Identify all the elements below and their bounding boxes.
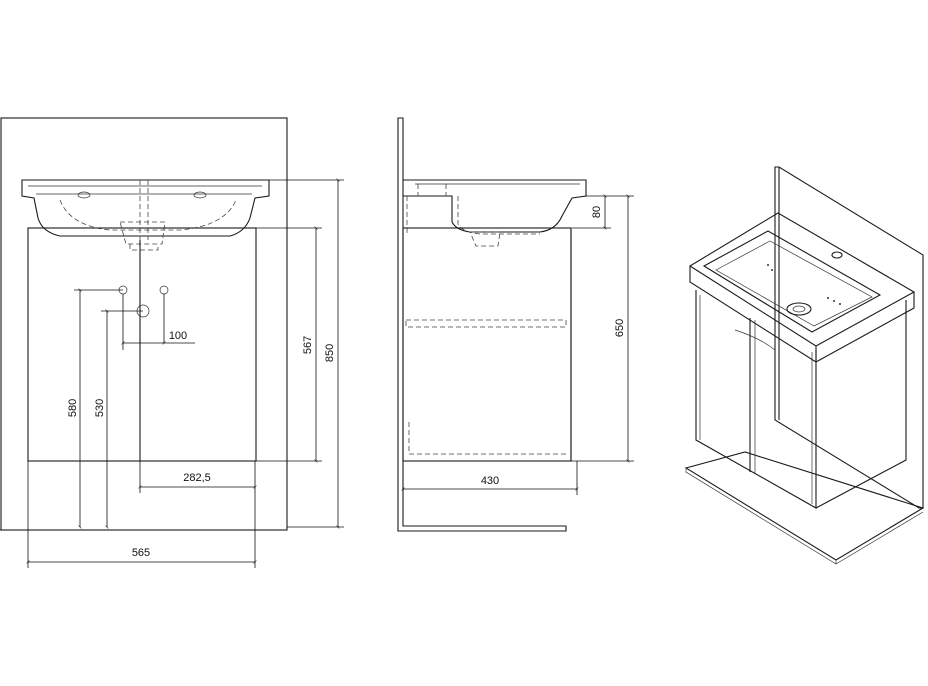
water-inlet-right [159, 285, 169, 295]
dim-front-width: 565 [132, 547, 150, 559]
front-view: 565 282,5 100 580 530 567 850 [0, 117, 344, 568]
iso-tap-hole [831, 251, 843, 259]
front-basin [21, 179, 270, 237]
side-shelf [405, 319, 567, 328]
dim-half-width: 282,5 [183, 472, 211, 484]
front-cabinet [27, 227, 257, 462]
side-basin [403, 179, 587, 233]
dim-height-530: 530 [94, 399, 106, 417]
dim-side-height: 650 [614, 319, 626, 337]
dim-side-depth: 430 [481, 475, 499, 487]
side-wall [397, 117, 567, 532]
side-view: 430 80 650 [397, 117, 634, 532]
iso-drain [786, 302, 812, 316]
dim-cabinet-height: 567 [302, 336, 314, 354]
iso-cabinet-side [815, 300, 907, 509]
iso-wall [774, 166, 924, 509]
iso-cabinet-front [695, 290, 817, 509]
side-cabinet [402, 227, 572, 462]
iso-floor [684, 451, 925, 561]
dim-basin-thickness: 80 [591, 206, 603, 218]
dim-height-580: 580 [67, 399, 79, 417]
iso-bowl [702, 230, 882, 333]
dim-total-height: 850 [324, 344, 336, 362]
dim-hole-spacing: 100 [169, 330, 187, 342]
isometric-view [684, 166, 925, 565]
